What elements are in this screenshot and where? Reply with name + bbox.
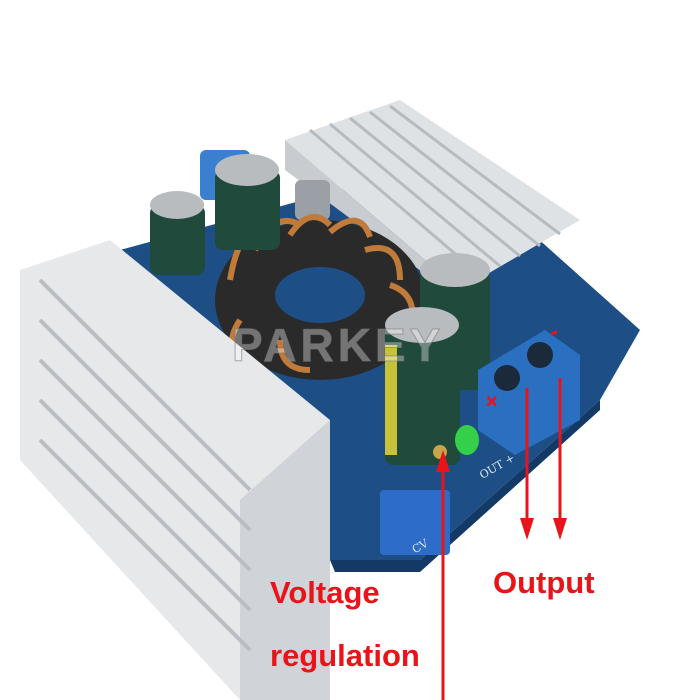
regulation-label: regulation	[270, 638, 420, 673]
capacitors	[150, 154, 490, 465]
watermark: PARKEY	[231, 319, 445, 372]
mounting-screw	[295, 180, 330, 220]
output-label: Output	[493, 565, 595, 600]
rear-heatsink	[285, 100, 580, 300]
toroid-inductor	[215, 214, 425, 380]
output-terminal-block	[478, 330, 580, 455]
annotation-arrows	[436, 378, 567, 700]
voltage-label: Voltage	[270, 575, 380, 610]
green-led	[455, 425, 479, 455]
trimmer-potentiometer	[380, 490, 450, 555]
front-heatsink	[20, 240, 330, 700]
